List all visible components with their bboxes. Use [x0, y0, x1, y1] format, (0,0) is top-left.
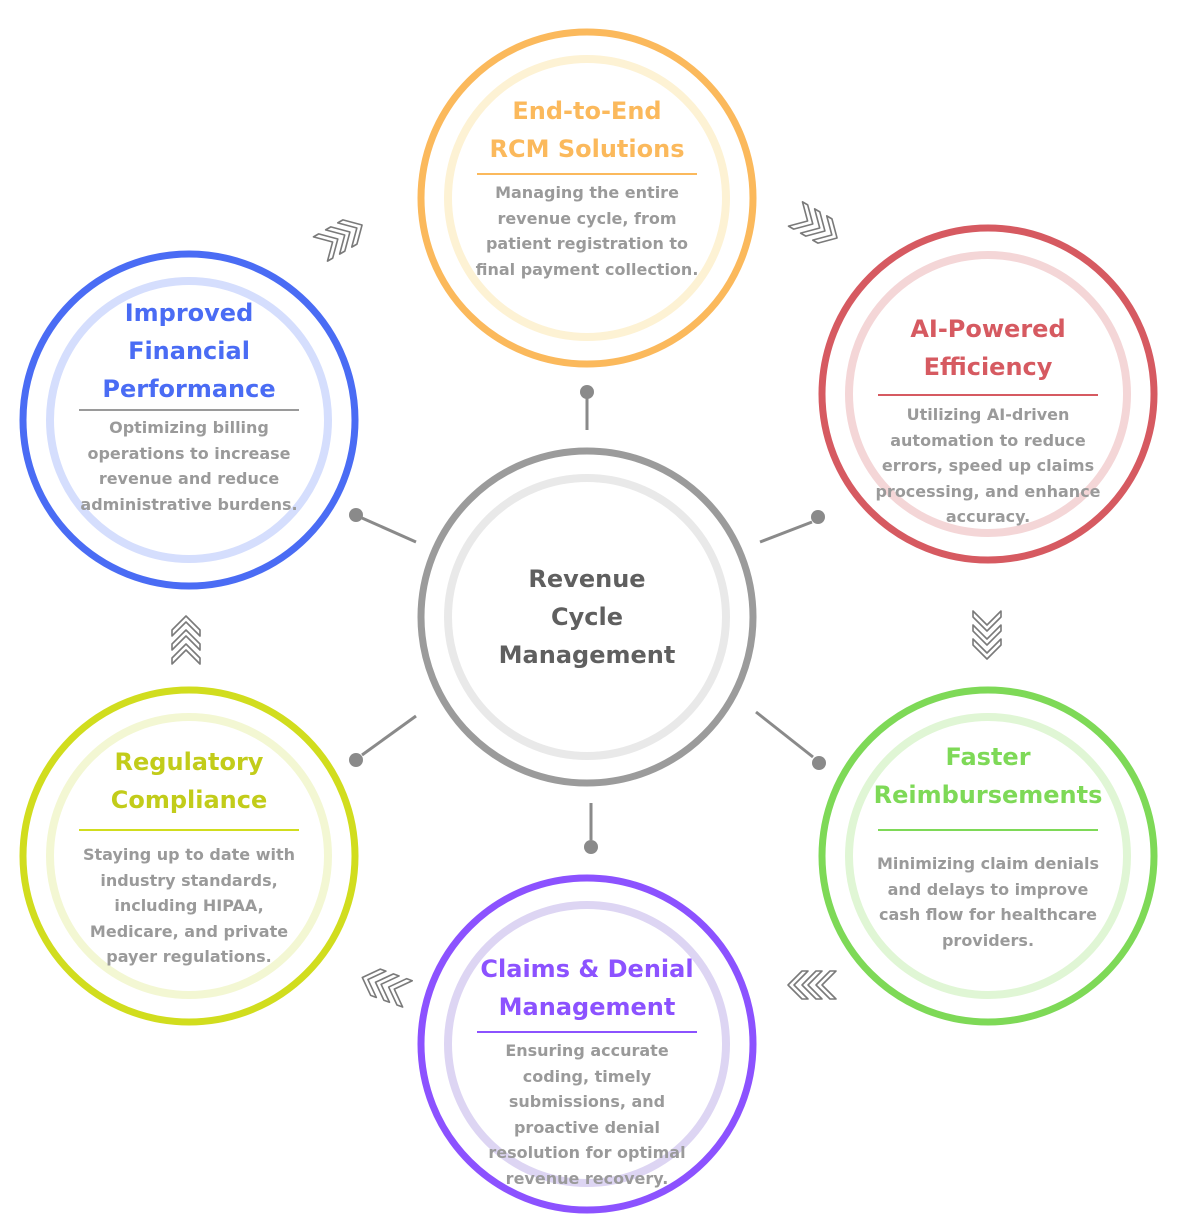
- connector-regulatory-compliance: [349, 714, 417, 767]
- node-description: Staying up to date with industry standar…: [82, 845, 296, 966]
- node-title: Faster Reimbursements: [873, 738, 1103, 814]
- node-improved-financial: Improved Financial Performance Optimizin…: [19, 250, 359, 590]
- node-title-line: Claims & Denial: [480, 955, 694, 983]
- node-faster-reimbursements: Faster Reimbursements Minimizing claim d…: [818, 686, 1158, 1026]
- node-ring-faster-reimbursements: [818, 686, 1158, 1026]
- node-title-line: Regulatory: [114, 748, 264, 776]
- node-title-line: End-to-End: [512, 97, 662, 125]
- node-ring-improved-financial: [19, 250, 359, 590]
- node-divider: [79, 409, 299, 411]
- node-ai-powered: AI-Powered Efficiency Utilizing AI-drive…: [818, 224, 1158, 564]
- chevron-arrow-icon: [787, 970, 837, 1000]
- chevron-arrow-icon: [787, 201, 838, 244]
- connector-ai-powered: [759, 510, 825, 544]
- node-title-line: Management: [498, 993, 676, 1021]
- center-ring: [417, 447, 757, 787]
- node-title: AI-Powered Efficiency: [873, 310, 1103, 386]
- node-divider: [878, 394, 1098, 396]
- node-ring-end-to-end: [417, 28, 757, 368]
- node-description: Ensuring accurate coding, timely submiss…: [488, 1041, 686, 1188]
- node-title-line: Compliance: [110, 786, 268, 814]
- node-title-line: Performance: [102, 375, 276, 403]
- connector-improved-financial: [349, 508, 417, 544]
- node-title: Claims & Denial Management: [472, 950, 702, 1026]
- node-title-line: Efficiency: [923, 353, 1053, 381]
- node-title: Regulatory Compliance: [74, 743, 304, 819]
- node-description: Utilizing AI-driven automation to reduce…: [875, 405, 1101, 526]
- node-divider: [878, 829, 1098, 831]
- chevron-arrow-icon: [361, 968, 414, 1008]
- node-divider: [477, 1031, 697, 1033]
- chevron-arrow-icon: [312, 219, 363, 262]
- node-description: Minimizing claim denials and delays to i…: [876, 854, 1100, 950]
- connector-claims-denial: [584, 803, 598, 854]
- node-claims-denial: Claims & Denial Management Ensuring accu…: [417, 874, 757, 1214]
- node-title-line: RCM Solutions: [489, 135, 685, 163]
- node-ring-claims-denial: [417, 874, 757, 1214]
- center-node: Revenue Cycle Management: [417, 447, 757, 787]
- chevron-arrow-icon: [171, 615, 201, 665]
- node-regulatory-compliance: Regulatory Compliance Staying up to date…: [19, 686, 359, 1026]
- node-title-line: Reimbursements: [873, 781, 1103, 809]
- center-title-line: Cycle: [551, 603, 623, 631]
- node-ring-regulatory-compliance: [19, 686, 359, 1026]
- node-title-line: Improved: [124, 299, 254, 327]
- center-title-line: Revenue: [528, 565, 646, 593]
- node-title: End-to-End RCM Solutions: [472, 92, 702, 168]
- node-end-to-end: End-to-End RCM Solutions Managing the en…: [417, 28, 757, 368]
- center-title: Revenue Cycle Management: [417, 560, 757, 674]
- node-divider: [477, 173, 697, 175]
- node-title-line: Financial: [128, 337, 250, 365]
- center-title-line: Management: [498, 641, 676, 669]
- node-description: Optimizing billing operations to increas…: [80, 418, 298, 514]
- node-title-line: AI-Powered: [910, 315, 1066, 343]
- node-title: Improved Financial Performance: [74, 294, 304, 408]
- node-divider: [79, 829, 299, 831]
- connector-end-to-end: [580, 385, 594, 430]
- connector-faster-reimbursements: [755, 710, 826, 770]
- node-title-line: Faster: [945, 743, 1031, 771]
- chevron-arrow-icon: [972, 610, 1002, 660]
- node-description: Managing the entire revenue cycle, from …: [475, 183, 699, 279]
